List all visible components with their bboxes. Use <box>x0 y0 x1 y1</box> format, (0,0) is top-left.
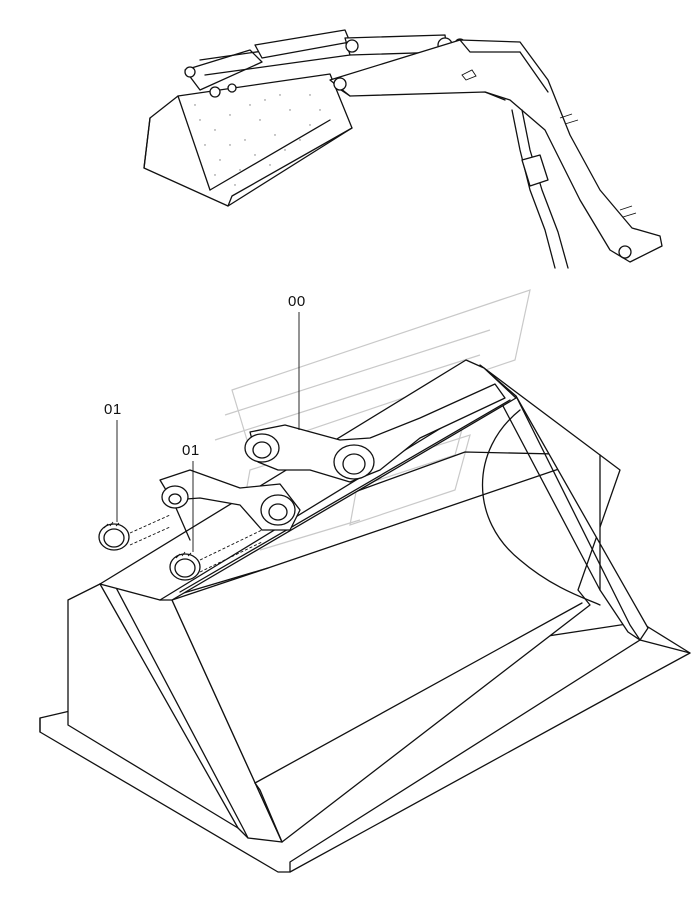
bucket-right-side-plate <box>479 364 649 641</box>
callout-01-right: 01 <box>182 442 200 552</box>
excavator-arm-overview <box>143 29 663 269</box>
callout-00: 00 <box>288 293 306 430</box>
link-bracket-lower <box>159 469 301 541</box>
callout-label-bushing-right: 01 <box>182 442 200 459</box>
bushing-right <box>169 529 263 581</box>
callout-label-bucket: 00 <box>288 293 306 310</box>
callout-label-bushing-left: 01 <box>104 401 122 418</box>
bucket-assembly <box>39 359 691 873</box>
callout-01-left: 01 <box>104 401 122 522</box>
link-bracket-upper <box>244 383 506 483</box>
bushing-left <box>98 514 171 551</box>
